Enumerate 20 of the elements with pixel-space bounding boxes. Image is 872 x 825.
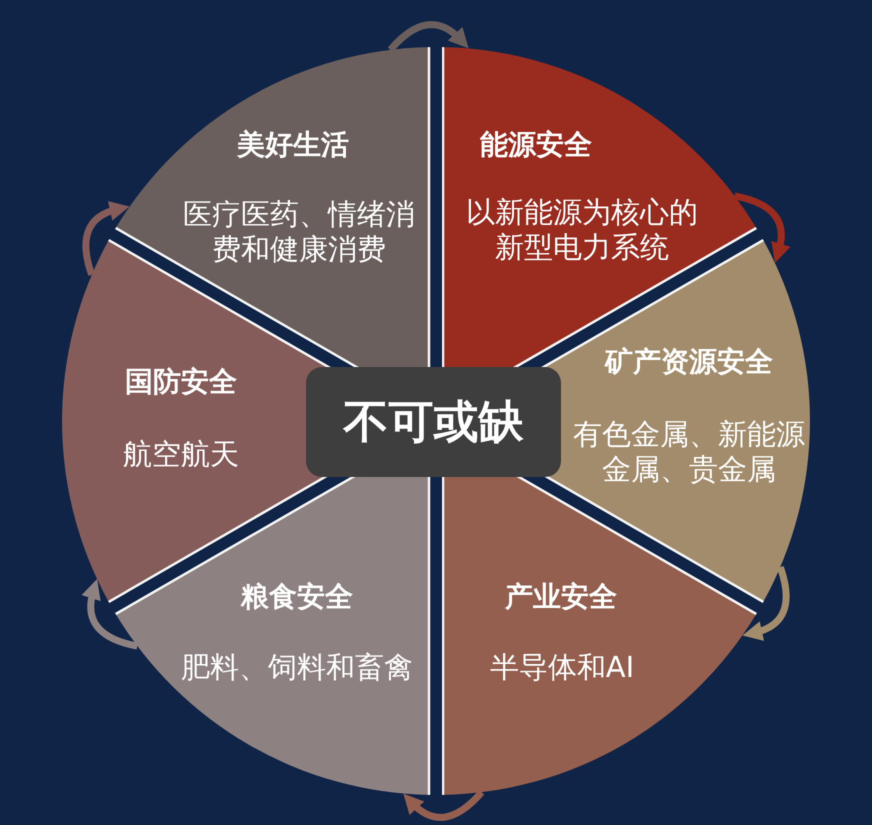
segment-title: 能源安全 (480, 128, 592, 162)
cycle-arrow (388, 21, 470, 52)
cycle-arrow (742, 566, 790, 640)
segment-title: 矿产资源安全 (605, 345, 773, 379)
segment-title: 产业安全 (505, 580, 617, 614)
segment-title: 国防安全 (125, 365, 237, 399)
cycle-arrow (82, 578, 138, 650)
segment-description: 以新能源为核心的新型电力系统 (465, 195, 699, 265)
cycle-arrow (82, 202, 130, 276)
segment-title: 粮食安全 (241, 580, 353, 614)
cycle-arrow (402, 790, 484, 821)
segment-description: 航空航天 (123, 437, 239, 472)
ring-segment (114, 474, 431, 796)
cycle-arrow (734, 192, 790, 264)
segment-description: 肥料、饲料和畜禽 (181, 650, 413, 685)
segment-description: 医疗医药、情绪消费和健康消费 (182, 197, 416, 267)
segment-description: 有色金属、新能源金属、贵金属 (572, 417, 806, 487)
center-panel: 不可或缺 (306, 367, 561, 477)
segment-description: 半导体和AI (490, 650, 634, 685)
segment-title: 美好生活 (237, 128, 349, 162)
